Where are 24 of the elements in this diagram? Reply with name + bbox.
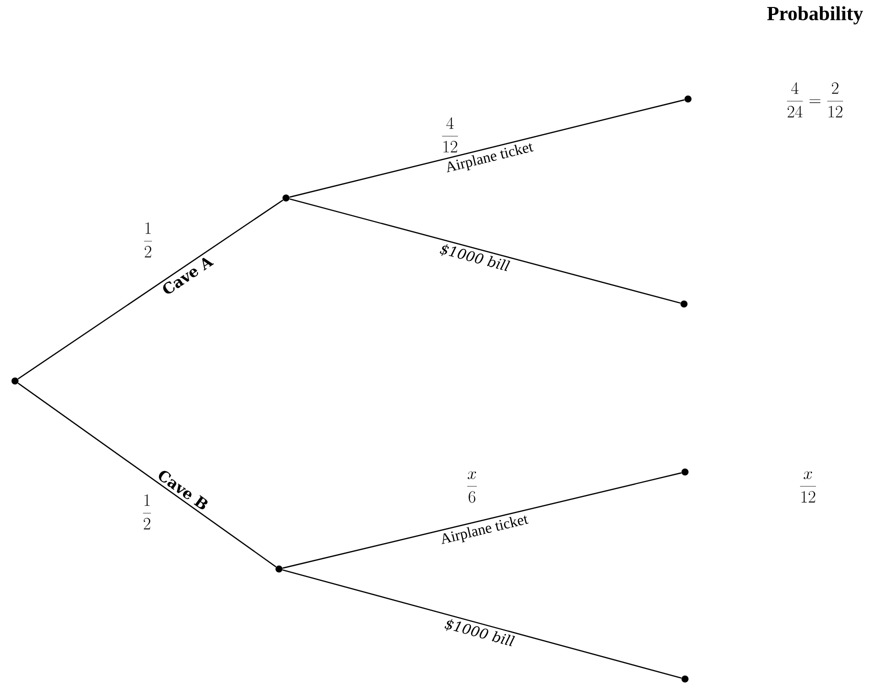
tree-branch — [18, 200, 284, 380]
probability-fraction: $\frac{x}{12}$ — [800, 471, 816, 502]
tree-node-dot — [276, 566, 282, 572]
column-heading: Probability — [767, 6, 863, 24]
edge-label: Airplane ticket — [442, 516, 529, 544]
tree-node-dot — [682, 676, 688, 682]
tree-branch — [282, 569, 682, 679]
probability-fraction: $\frac{4}{24} = \frac{2}{12}$ — [786, 82, 844, 118]
tree-node-dot — [680, 300, 688, 308]
edge-label: $1000 bill — [440, 244, 510, 272]
probability-fraction: $\frac{4}{12}$ — [442, 117, 458, 152]
tree-branch — [289, 198, 681, 304]
tree-node-dot — [684, 96, 692, 102]
edge-label: Cave A — [163, 258, 214, 294]
tree-node-dot — [12, 378, 18, 384]
tree-branch — [18, 382, 276, 568]
probability-fraction: $\frac{x}{6}$ — [467, 471, 477, 503]
tree-node-dot — [682, 468, 688, 476]
tree-branch — [282, 472, 682, 569]
edge-label: $1000 bill — [444, 619, 516, 646]
tree-node-dot — [282, 194, 290, 202]
probability-fraction: $\frac{1}{2}$ — [144, 222, 152, 258]
tree-branch — [289, 99, 685, 198]
probability-fraction: $\frac{1}{2}$ — [143, 494, 151, 530]
